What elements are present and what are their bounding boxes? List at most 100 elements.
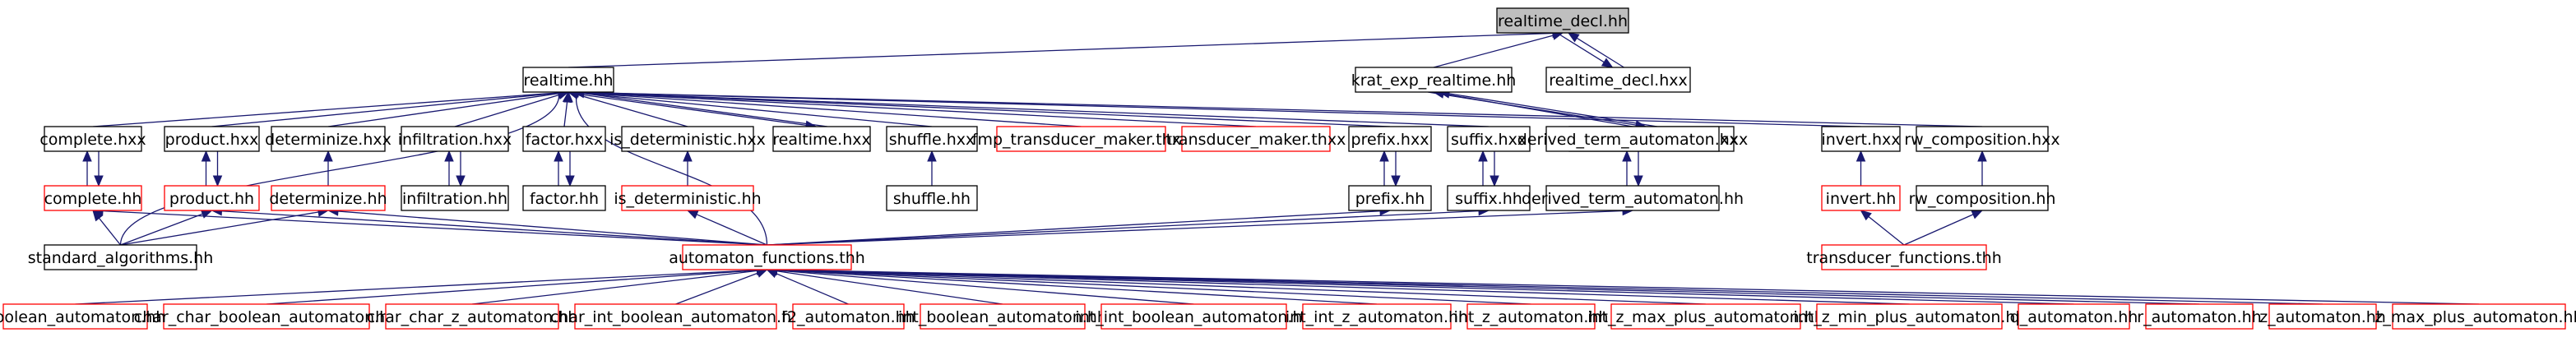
node-complete-hh[interactable]: complete.hh [44,185,142,211]
edge-transducer-functions-thh-to-invert-hh [1868,215,1905,246]
node-is-deterministic-hxx[interactable]: is_deterministic.hxx [609,126,766,152]
node-label: realtime.hh [523,72,613,90]
node-infiltration-hxx[interactable]: infiltration.hxx [398,126,512,152]
node-product-hxx[interactable]: product.hxx [164,126,260,152]
node-box [1348,126,1432,152]
node-krat-exp-realtime-hh[interactable]: krat_exp_realtime.hh [1351,67,1517,93]
node-rw-composition-hh[interactable]: rw_composition.hh [1909,185,2056,211]
node-int-z-automaton-hh[interactable]: int_z_automaton.hh [1454,303,1609,330]
node-int-int-z-automaton-hh[interactable]: int_int_z_automaton.hh [1286,303,1468,330]
node-shuffle-hh[interactable]: shuffle.hh [886,185,978,211]
node-label: determinize.hh [269,190,387,208]
arrowhead [686,210,699,219]
arrowhead [1601,58,1614,68]
node-suffix-hxx[interactable]: suffix.hxx [1447,126,1531,152]
node-label: product.hxx [165,131,259,149]
node-int-int-boolean-automaton-hh[interactable]: int_int_boolean_automaton.hh [1075,303,1313,330]
node-label: determinize.hxx [265,131,391,149]
node-label: int_z_automaton.hh [1454,308,1609,326]
node-box [2268,303,2377,330]
node-int-z-min-plus-automaton-hh[interactable]: int_z_min_plus_automaton.hh [1793,303,2026,330]
node-char-char-z-automaton-hh[interactable]: char_char_z_automaton.hh [367,303,578,330]
edge-f2-automaton-hh-to-automaton-functions-thh [776,273,849,305]
node-is-deterministic-hh[interactable]: is_deterministic.hh [614,185,762,211]
node-derived-term-automaton-hxx[interactable]: derived_term_automaton.hxx [1517,126,1749,152]
node-label: rw_composition.hxx [1904,131,2059,149]
node-box [271,126,386,152]
node-rw-composition-hxx[interactable]: rw_composition.hxx [1904,126,2060,152]
node-label: shuffle.hh [893,190,971,208]
node-box [2018,303,2130,330]
node-prefix-hh[interactable]: prefix.hh [1348,185,1432,211]
node-box [522,126,606,152]
node-infiltration-hh[interactable]: infiltration.hh [401,185,509,211]
node-invert-hxx[interactable]: invert.hxx [1821,126,1901,152]
node-determinize-hxx[interactable]: determinize.hxx [265,126,391,152]
node-box [1496,7,1629,34]
edge-automaton-functions-thh-to-realtime-hh [575,98,768,246]
node-box [1821,185,1901,211]
node-q-automaton-hh[interactable]: q_automaton.hh [2010,303,2138,330]
edge-derived-term-automaton-hxx-to-krat-exp-realtime-hh [1443,93,1633,127]
node-box [621,126,754,152]
node-realtime-decl-hxx[interactable]: realtime_decl.hxx [1545,67,1691,93]
arrowhead [1379,150,1389,162]
node-box [385,303,559,330]
node-label: q_automaton.hh [2010,308,2138,326]
arrowhead [1478,150,1488,162]
edge-boolean-automaton-hh-to-automaton-functions-thh [75,269,758,305]
node-box [682,244,852,270]
node-box [1916,126,2049,152]
node-z-automaton-hh[interactable]: z_automaton.hh [2259,303,2386,330]
node-prefix-hxx[interactable]: prefix.hxx [1348,126,1432,152]
node-determinize-hh[interactable]: determinize.hh [269,185,387,211]
node-label: transducer_functions.thh [1806,249,2001,267]
node-char-char-boolean-automaton-hh[interactable]: char_char_boolean_automaton.hh [134,303,400,330]
node-int-boolean-automaton-hh[interactable]: int_boolean_automaton.hh [898,303,1107,330]
edge-shuffle-hxx-to-realtime-hh [577,92,933,127]
node-factor-hxx[interactable]: factor.hxx [522,126,606,152]
node-box [1545,126,1720,152]
node-transducer-functions-thh[interactable]: transducer_functions.thh [1806,244,2002,270]
node-box [1816,303,2003,330]
node-box [44,126,142,152]
node-automaton-functions-thh[interactable]: automaton_functions.thh [669,244,865,270]
edge-layer [75,28,2480,305]
arrowhead [1856,150,1866,162]
node-realtime-hh[interactable]: realtime.hh [522,67,614,93]
arrowhead [1391,175,1401,187]
edge-z-automaton-hh-to-automaton-functions-thh [776,269,2323,305]
edge-automaton-functions-thh-to-derived-term-automaton-hh [767,210,1624,246]
node-label: z_max_plus_automaton.hh [2374,308,2576,326]
node-suffix-hh[interactable]: suffix.hh [1447,185,1531,211]
node-box [996,126,1166,152]
node-transducer-maker-thxx[interactable]: transducer_maker.thxx [1166,126,1346,152]
node-f2-automaton-hh[interactable]: f2_automaton.hh [781,303,915,330]
node-box [1302,303,1452,330]
node-box [163,303,370,330]
node-realtime-decl-hh[interactable]: realtime_decl.hh [1496,7,1629,34]
edge-factor-hxx-to-realtime-hh [563,101,568,127]
node-product-hh[interactable]: product.hh [164,185,260,211]
node-r-automaton-hh[interactable]: r_automaton.hh [2137,303,2262,330]
arrowhead [755,269,768,278]
node-box [920,303,1086,330]
node-int-z-max-plus-automaton-hh[interactable]: int_z_max_plus_automaton.hh [1587,303,1824,330]
node-factor-hh[interactable]: factor.hh [522,185,606,211]
node-box [401,185,509,211]
node-shuffle-hxx[interactable]: shuffle.hxx [886,126,978,152]
edge-automaton-functions-thh-to-is-deterministic-hh [696,214,767,246]
node-standard-algorithms-hh[interactable]: standard_algorithms.hh [28,244,214,270]
node-boolean-automaton-hh[interactable]: boolean_automaton.hh [0,303,165,330]
node-label: int_int_z_automaton.hh [1286,308,1468,326]
node-char-int-boolean-automaton-hh[interactable]: char_int_boolean_automaton.hh [550,303,801,330]
node-derived-term-automaton-hh[interactable]: derived_term_automaton.hh [1522,185,1744,211]
node-invert-hh[interactable]: invert.hh [1821,185,1901,211]
node-complete-hxx[interactable]: complete.hxx [39,126,146,152]
edge-automaton-functions-thh-to-complete-hh [102,210,767,246]
node-label: boolean_automaton.hh [0,308,165,326]
node-layer: realtime_decl.hh realtime_decl.hxx krat_ex… [0,7,2576,330]
node-z-max-plus-automaton-hh[interactable]: z_max_plus_automaton.hh [2374,303,2576,330]
node-realtime-hxx[interactable]: realtime.hxx [772,126,871,152]
node-fmp-transducer-maker-thxx[interactable]: fmp_transducer_maker.thxx [972,126,1190,152]
